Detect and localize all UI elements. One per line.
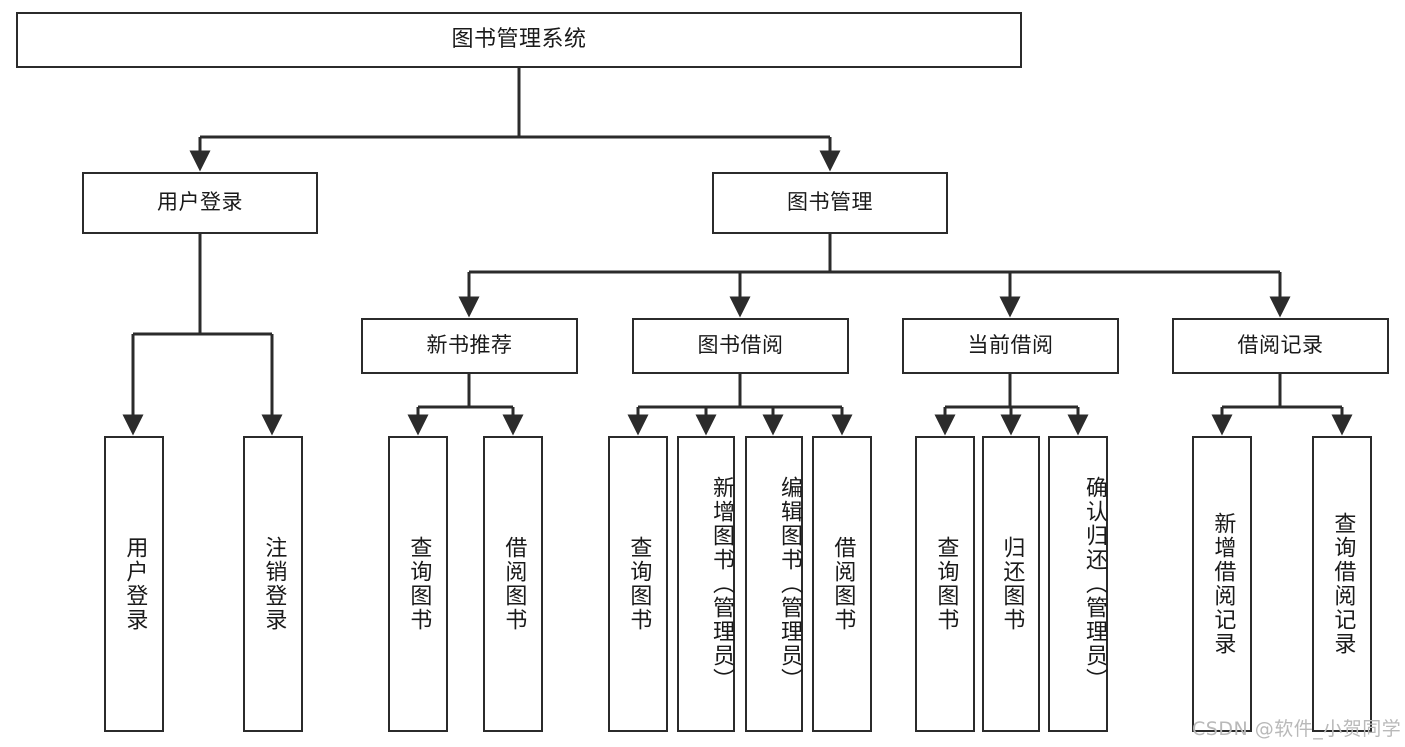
node-book-manage[interactable]: 图书管理 <box>712 172 948 234</box>
node-leaf-add-record[interactable]: 新增借阅记录 <box>1192 436 1252 732</box>
node-leaf-borrow-book-2-label: 借阅图书 <box>830 536 856 632</box>
node-leaf-borrow-book-1[interactable]: 借阅图书 <box>483 436 543 732</box>
node-leaf-add-book-label: 新增图书（管理员） <box>709 476 734 692</box>
node-leaf-query-book-1-label: 查询图书 <box>406 536 432 632</box>
node-leaf-edit-book[interactable]: 编辑图书（管理员） <box>745 436 803 732</box>
node-leaf-user-login[interactable]: 用户登录 <box>104 436 164 732</box>
node-leaf-query-book-3[interactable]: 查询图书 <box>915 436 975 732</box>
node-leaf-logout[interactable]: 注销登录 <box>243 436 303 732</box>
node-book-borrow-label: 图书借阅 <box>697 333 784 358</box>
node-leaf-confirm-return[interactable]: 确认归还（管理员） <box>1048 436 1108 732</box>
node-leaf-return-book[interactable]: 归还图书 <box>982 436 1040 732</box>
node-leaf-logout-label: 注销登录 <box>261 536 287 632</box>
node-new-book-rec[interactable]: 新书推荐 <box>361 318 578 374</box>
node-new-book-rec-label: 新书推荐 <box>426 333 513 358</box>
node-leaf-query-book-1[interactable]: 查询图书 <box>388 436 448 732</box>
node-leaf-query-record-label: 查询借阅记录 <box>1330 512 1356 656</box>
node-book-manage-label: 图书管理 <box>787 190 873 215</box>
node-user-login-label: 用户登录 <box>157 190 243 215</box>
node-borrow-record-label: 借阅记录 <box>1237 333 1324 358</box>
node-borrow-record[interactable]: 借阅记录 <box>1172 318 1389 374</box>
node-book-borrow[interactable]: 图书借阅 <box>632 318 849 374</box>
node-user-login[interactable]: 用户登录 <box>82 172 318 234</box>
node-leaf-query-book-2-label: 查询图书 <box>626 536 652 632</box>
node-leaf-add-book[interactable]: 新增图书（管理员） <box>677 436 735 732</box>
node-root[interactable]: 图书管理系统 <box>16 12 1022 68</box>
node-current-borrow[interactable]: 当前借阅 <box>902 318 1119 374</box>
node-leaf-query-book-3-label: 查询图书 <box>933 536 959 632</box>
watermark-text: CSDN @软件_小贺同学 <box>1192 718 1402 740</box>
node-current-borrow-label: 当前借阅 <box>967 333 1054 358</box>
node-leaf-borrow-book-1-label: 借阅图书 <box>501 536 527 632</box>
node-leaf-query-record[interactable]: 查询借阅记录 <box>1312 436 1372 732</box>
node-leaf-edit-book-label: 编辑图书（管理员） <box>777 476 802 692</box>
node-leaf-borrow-book-2[interactable]: 借阅图书 <box>812 436 872 732</box>
node-leaf-user-login-label: 用户登录 <box>122 536 148 632</box>
node-root-label: 图书管理系统 <box>451 26 587 52</box>
node-leaf-confirm-return-label: 确认归还（管理员） <box>1082 476 1107 692</box>
node-leaf-query-book-2[interactable]: 查询图书 <box>608 436 668 732</box>
node-leaf-return-book-label: 归还图书 <box>999 536 1025 632</box>
node-leaf-add-record-label: 新增借阅记录 <box>1210 512 1236 656</box>
